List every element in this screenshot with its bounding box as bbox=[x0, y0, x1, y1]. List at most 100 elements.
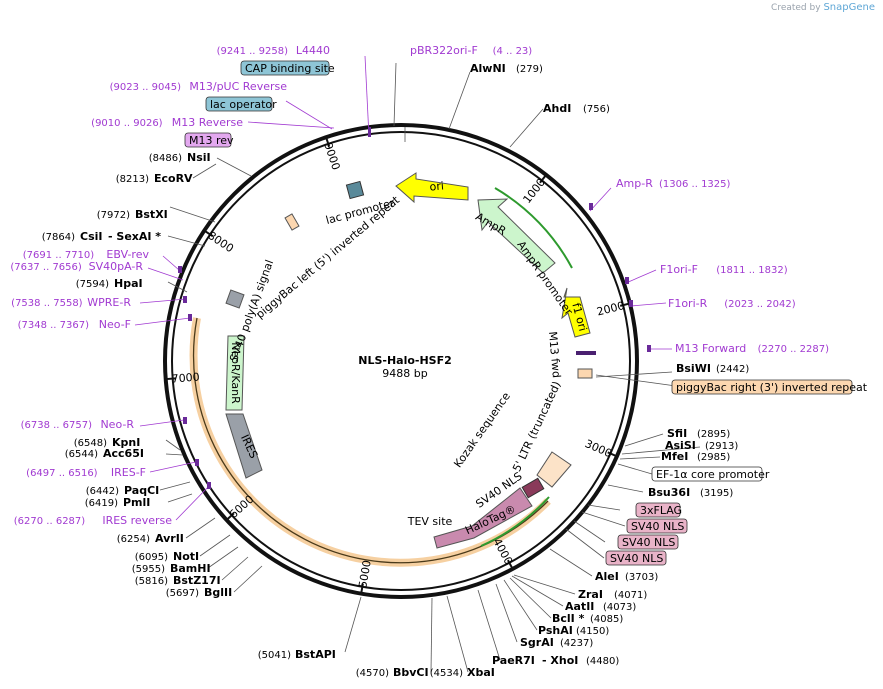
restriction-site[interactable]: PshAI bbox=[538, 624, 573, 637]
restriction-site[interactable]: AlwNI bbox=[470, 62, 506, 75]
restriction-site[interactable]: BamHI bbox=[170, 562, 211, 575]
restriction-site-position: (6442) bbox=[86, 486, 119, 497]
restriction-site-position: (4534) bbox=[430, 668, 463, 679]
restriction-site-position: (4073) bbox=[603, 602, 636, 613]
ori-label: ori bbox=[429, 179, 444, 193]
restriction-site[interactable]: CsiI bbox=[80, 230, 102, 243]
restriction-site[interactable]: PaeR7I bbox=[492, 654, 535, 667]
primer-label[interactable]: Neo-F bbox=[99, 318, 131, 331]
restriction-site[interactable]: XbaI bbox=[467, 666, 495, 679]
halo-green-line bbox=[480, 496, 550, 547]
feature-box-label[interactable]: M13 rev bbox=[189, 134, 234, 147]
restriction-site-position: (8213) bbox=[116, 174, 149, 185]
primer-label[interactable]: M13 Reverse bbox=[172, 116, 243, 129]
restriction-site[interactable]: PaqCI bbox=[124, 484, 159, 497]
tick-label: 7000 bbox=[171, 371, 200, 386]
m13-fwd-label: M13 fwd bbox=[546, 331, 563, 379]
feature-box-label[interactable]: CAP binding site bbox=[245, 62, 335, 75]
restriction-site[interactable]: HpaI bbox=[114, 277, 143, 290]
sites-left: NsiI(8486)EcoRV(8213)BstXI(7972)CsiI(786… bbox=[42, 151, 232, 599]
primer-label[interactable]: M13/pUC Reverse bbox=[189, 80, 287, 93]
neor-label: NeoR/KanR bbox=[229, 342, 242, 404]
watermark-prefix: Created by bbox=[771, 3, 821, 13]
restriction-site[interactable]: BstXI bbox=[135, 208, 168, 221]
feature-box bbox=[184, 132, 232, 148]
restriction-site[interactable]: MfeI bbox=[661, 450, 688, 463]
restriction-site-position: (3703) bbox=[625, 572, 658, 583]
restriction-site-position: (8486) bbox=[149, 153, 182, 164]
restriction-site[interactable]: PmlI bbox=[123, 496, 150, 509]
sv40-polya-box bbox=[225, 289, 245, 309]
restriction-site-alias[interactable]: - SexAI * bbox=[108, 230, 161, 243]
tick-label: 1000 bbox=[520, 176, 547, 206]
m13-fwd-marker bbox=[576, 351, 596, 355]
restriction-site[interactable]: BstZ17I bbox=[173, 574, 221, 587]
restriction-site[interactable]: AhdI bbox=[543, 102, 571, 115]
feature-box-label[interactable]: SV40 NLS bbox=[631, 520, 684, 533]
primer-label[interactable]: F1ori-R bbox=[668, 297, 708, 310]
restriction-site[interactable]: BstAPI bbox=[295, 648, 336, 661]
restriction-site[interactable]: KpnI bbox=[112, 436, 140, 449]
restriction-site[interactable]: BclI * bbox=[552, 612, 585, 625]
restriction-site-position: (6544) bbox=[65, 449, 98, 460]
restriction-site[interactable]: AvrII bbox=[155, 532, 184, 545]
primer-label[interactable]: IRES reverse bbox=[102, 514, 172, 527]
primer-label[interactable]: Amp-R bbox=[616, 177, 653, 190]
leader-lines bbox=[159, 62, 701, 673]
restriction-site[interactable]: SgrAI bbox=[520, 636, 554, 649]
restriction-site[interactable]: EcoRV bbox=[154, 172, 193, 185]
restriction-site[interactable]: NotI bbox=[173, 550, 199, 563]
restriction-site[interactable]: Bsu36I bbox=[648, 486, 690, 499]
pb-left-box bbox=[284, 213, 300, 231]
restriction-site[interactable]: ZraI bbox=[578, 588, 603, 601]
tick-label: 8000 bbox=[205, 229, 236, 255]
restriction-site[interactable]: BglII bbox=[204, 586, 232, 599]
primer-label[interactable]: EBV-rev bbox=[106, 248, 149, 261]
restriction-site-position: (6095) bbox=[135, 552, 168, 563]
feature-box-label[interactable]: piggyBac right (3') inverted repeat bbox=[676, 381, 868, 394]
feature-box bbox=[635, 502, 681, 518]
primer-label[interactable]: M13 Forward bbox=[675, 342, 746, 355]
feature-box-label[interactable]: SV40 NLS bbox=[610, 552, 663, 565]
tick-label: 2000 bbox=[595, 299, 625, 318]
ampr-green-line bbox=[494, 187, 573, 269]
restriction-site[interactable]: BbvCI bbox=[393, 666, 429, 679]
restriction-site-position: (5697) bbox=[166, 588, 199, 599]
restriction-site-alias[interactable]: - XhoI bbox=[542, 654, 578, 667]
primer-label[interactable]: pBR322ori-F bbox=[410, 44, 478, 57]
restriction-site[interactable]: Acc65I bbox=[103, 447, 144, 460]
kozak-label: Kozak sequence bbox=[451, 390, 513, 470]
primer-label[interactable]: SV40pA-R bbox=[89, 260, 144, 273]
primer-label[interactable]: WPRE-R bbox=[87, 296, 131, 309]
tick-label: 4000 bbox=[490, 536, 515, 567]
primer-label[interactable]: IRES-F bbox=[111, 466, 146, 479]
tick-mark bbox=[360, 583, 364, 595]
restriction-site[interactable]: SfiI bbox=[667, 427, 687, 440]
primer-position: (7538 .. 7558) bbox=[11, 298, 83, 309]
primer-label[interactable]: L4440 bbox=[296, 44, 330, 57]
backbone-inner bbox=[171, 131, 631, 591]
feature-box-label[interactable]: lac operator bbox=[210, 98, 277, 111]
restriction-site-position: (7864) bbox=[42, 232, 75, 243]
tev-label: TEV site bbox=[407, 515, 453, 528]
feature-box-label[interactable]: EF-1α core promoter bbox=[656, 468, 770, 481]
restriction-site-position: (5955) bbox=[132, 564, 165, 575]
primer-position: (7637 .. 7656) bbox=[10, 262, 82, 273]
primer-position: (9241 .. 9258) bbox=[217, 46, 289, 57]
restriction-site[interactable]: AatII bbox=[565, 600, 594, 613]
ampr-promoter-label: AmpR promoter bbox=[514, 238, 575, 317]
tick-mark bbox=[164, 377, 176, 381]
pb-left-label: piggyBac left (5') inverted repeat bbox=[253, 193, 402, 321]
tick-mark bbox=[225, 512, 235, 522]
primer-label[interactable]: Neo-R bbox=[100, 418, 134, 431]
restriction-site[interactable]: NsiI bbox=[187, 151, 211, 164]
primer-label[interactable]: F1ori-F bbox=[660, 263, 698, 276]
feature-box-label[interactable]: 3xFLAG bbox=[640, 504, 682, 517]
feature-box-label[interactable]: SV40 NLS bbox=[622, 536, 675, 549]
restriction-site[interactable]: AleI bbox=[595, 570, 619, 583]
restriction-site[interactable]: AsiSI bbox=[665, 439, 696, 452]
nls-stripes bbox=[521, 477, 545, 499]
restriction-site[interactable]: BsiWI bbox=[676, 362, 711, 375]
